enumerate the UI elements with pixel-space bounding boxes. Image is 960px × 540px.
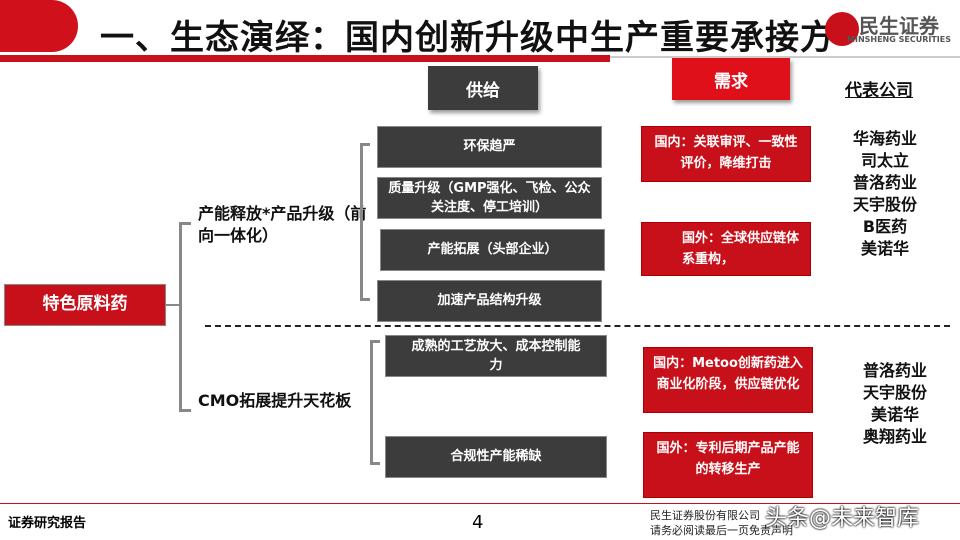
supply-item: 加速产品结构升级 — [377, 280, 602, 322]
logo-text: 民生证券 — [859, 14, 939, 38]
company: 天宇股份 — [852, 195, 917, 214]
title-underline — [0, 55, 610, 62]
supply-header: 供给 — [428, 66, 538, 110]
connector — [166, 304, 180, 306]
supply-item: 质量升级（GMP强化、飞检、公众关注度、停工培训） — [377, 177, 602, 219]
branch-label: CMO拓展提升天花板 — [198, 391, 352, 410]
company-list: 普洛药业 天宇股份 美诺华 奥翔药业 — [850, 360, 940, 448]
demand-header: 需求 — [672, 58, 790, 100]
divider — [610, 56, 960, 58]
company-list: 华海药业 司太立 普洛药业 天宇股份 B医药 美诺华 — [840, 128, 930, 260]
company: 美诺华 — [860, 239, 909, 258]
supply-item: 环保趋严 — [377, 126, 602, 168]
companies-header: 代表公司 — [845, 81, 913, 101]
company: 司太立 — [860, 151, 909, 170]
logo: 民生证券 MINSHENG SECURITIES — [825, 8, 960, 48]
branch-label: 产能释放*产品升级（前向一体化） — [198, 204, 367, 245]
footer-label: 证券研究报告 — [8, 516, 87, 531]
company: 普洛药业 — [852, 173, 917, 192]
demand-item: 国外：全球供应链体系重构， — [641, 222, 811, 276]
page-title: 一、生态演绎：国内创新升级中生产重要承接方 — [100, 18, 835, 58]
footer-company: 民生证券股份有限公司 — [650, 509, 760, 522]
supply-item: 合规性产能稀缺 — [385, 436, 607, 478]
company: B医药 — [862, 217, 908, 236]
main-bracket — [179, 222, 191, 412]
page-number: 4 — [472, 512, 484, 533]
footer-disclaimer: 请务必阅读最后一页免责声明 — [650, 524, 793, 537]
title-accent — [0, 0, 78, 52]
logo-mark-icon — [825, 12, 859, 46]
demand-item: 国内：Metoo创新药进入商业化阶段，供应链优化 — [643, 347, 813, 413]
logo-subtext: MINSHENG SECURITIES — [847, 35, 951, 44]
section-divider — [205, 325, 950, 327]
supply-item: 产能拓展（头部企业） — [380, 229, 605, 271]
footer-line — [0, 503, 960, 504]
company: 美诺华 — [870, 405, 919, 424]
root-node: 特色原料药 — [4, 284, 166, 326]
branch-bracket — [360, 143, 370, 301]
company: 奥翔药业 — [862, 427, 927, 446]
supply-item: 成熟的工艺放大、成本控制能力 — [385, 335, 607, 377]
branch-bracket — [370, 340, 380, 465]
demand-item: 国外：专利后期产品产能的转移生产 — [643, 432, 813, 498]
company: 华海药业 — [852, 129, 917, 148]
demand-item: 国内：关联审评、一致性评价，降维打击 — [641, 126, 811, 182]
company: 普洛药业 — [862, 361, 927, 380]
company: 天宇股份 — [862, 383, 927, 402]
watermark: 头条@未来智库 — [765, 506, 920, 531]
